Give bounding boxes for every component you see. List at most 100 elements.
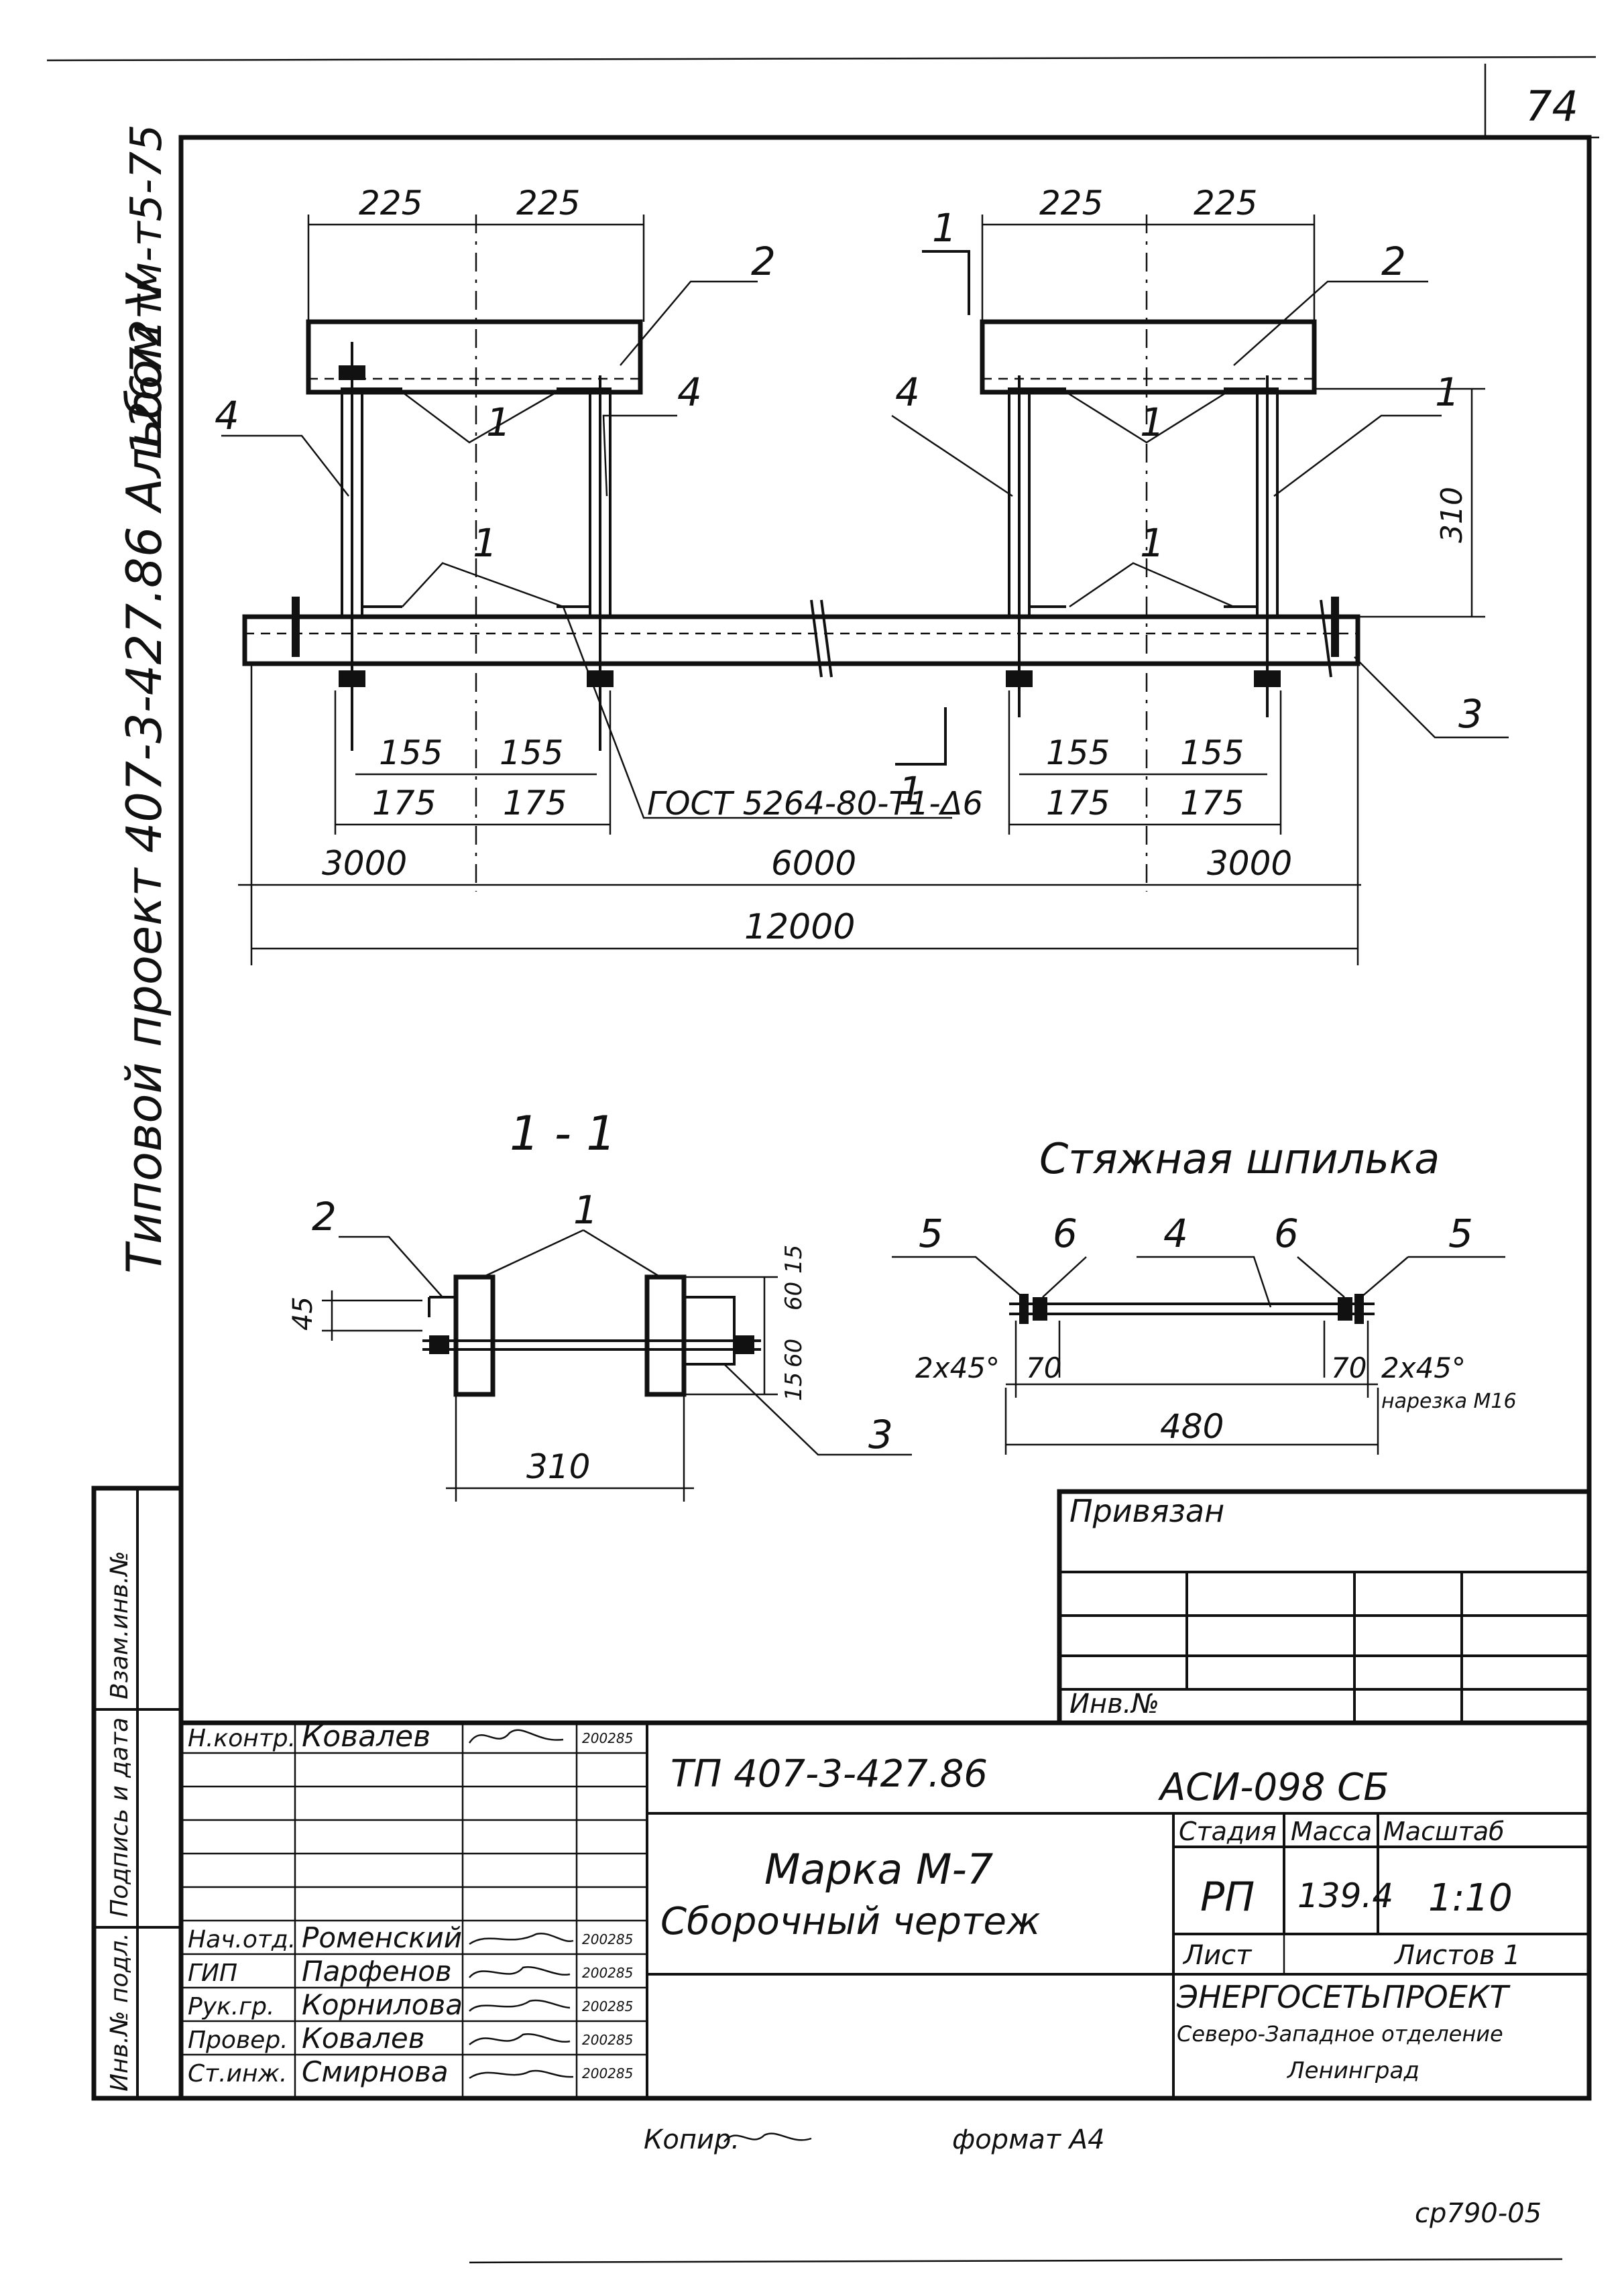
bottom-edge-line xyxy=(469,2258,1563,2264)
sign-name-1: Роменский xyxy=(302,1921,462,1954)
dim-inner-right-b: 155 xyxy=(1180,733,1244,772)
top-slab-left xyxy=(306,319,643,395)
rod-callout-6-left: 6 xyxy=(1053,1211,1078,1256)
section-callout-2: 2 xyxy=(312,1194,337,1240)
dim-15-bottom: 15 xyxy=(780,1372,807,1401)
rod-chamfer-left: 2х45° xyxy=(915,1351,1000,1384)
sign-role-3: Рук.гр. xyxy=(188,1993,274,2020)
callout-1-right-bottom: 1 xyxy=(1140,520,1165,566)
binding-header: Привязан xyxy=(1069,1493,1224,1529)
callout-1-left-top: 1 xyxy=(486,400,511,445)
section-callout-3: 3 xyxy=(868,1412,893,1457)
rod-callout-5-left: 5 xyxy=(919,1211,943,1256)
callout-1-main-far: 1 xyxy=(1435,369,1460,415)
dim-outer-left-a: 175 xyxy=(372,784,436,823)
callout-1-right-top: 1 xyxy=(1140,400,1165,445)
margin-label-signature: Подпись и дата xyxy=(106,1717,133,1917)
project-code: ТП 407-3-427.86 xyxy=(671,1752,988,1796)
sign-name-0: Ковалев xyxy=(302,1719,430,1754)
org-name: ЭНЕРГОСЕТЬПРОЕКТ xyxy=(1176,1979,1511,2015)
product-name-line2: Сборочный чертеж xyxy=(660,1900,1040,1943)
callout-4-main-right: 4 xyxy=(895,369,920,415)
sign-role-4: Провер. xyxy=(188,2027,288,2054)
dim-outer-right-a: 175 xyxy=(1046,784,1110,823)
product-name-line1: Марка М-7 xyxy=(764,1845,993,1894)
callout-3-main: 3 xyxy=(1458,691,1483,737)
dim-inner-right-a: 155 xyxy=(1046,733,1110,772)
sign-date-2: 200285 xyxy=(582,1965,633,1981)
sign-role-0: Н.контр. xyxy=(188,1725,296,1752)
rod-view xyxy=(892,1256,1505,1455)
format-label: формат А4 xyxy=(952,2124,1105,2155)
bottom-beam xyxy=(242,614,1360,666)
sign-role-5: Ст.инж. xyxy=(188,2060,287,2088)
dim-outer-left-b: 175 xyxy=(503,784,567,823)
side-code-label: 12672тм-т5-75 xyxy=(122,124,172,456)
bottom-code: ср790-05 xyxy=(1415,2198,1542,2229)
title-block xyxy=(178,1720,1592,2101)
callout-2-main-left: 2 xyxy=(751,239,776,284)
section-dim-width: 310 xyxy=(526,1447,590,1486)
dim-height: 310 xyxy=(1435,487,1469,543)
main-view xyxy=(221,215,1509,965)
rod-title: Стяжная шпилька xyxy=(1039,1134,1440,1183)
dim-top-left-b: 225 xyxy=(516,184,580,223)
sign-name-3: Корнилова xyxy=(302,1988,463,2021)
sign-date-4: 200285 xyxy=(582,2032,633,2048)
rod-chamfer-right: 2х45° xyxy=(1381,1351,1466,1384)
sign-date-3: 200285 xyxy=(582,1998,633,2014)
scale-value: 1:10 xyxy=(1428,1876,1513,1920)
sheets-label: Листов 1 xyxy=(1393,1940,1521,1971)
callout-4-main-left: 4 xyxy=(215,393,239,438)
page-number: 74 xyxy=(1525,82,1578,131)
org-department: Северо-Западное отделение xyxy=(1177,2021,1503,2047)
dim-top-right-b: 225 xyxy=(1194,184,1257,223)
org-city: Ленинград xyxy=(1286,2057,1419,2084)
binding-inv-label: Инв.№ xyxy=(1069,1689,1159,1719)
scale-label: Масштаб xyxy=(1383,1817,1505,1846)
rod-callout-4: 4 xyxy=(1163,1211,1188,1256)
sign-date-5: 200285 xyxy=(582,2065,633,2081)
rod-callout-5-right: 5 xyxy=(1448,1211,1473,1256)
section-callout-1: 1 xyxy=(573,1187,598,1233)
rod-thread-note: нарезка М16 xyxy=(1381,1390,1517,1413)
section-marker-top: 1 xyxy=(932,205,957,251)
signature-scribbles xyxy=(468,1729,574,2079)
section-title: 1 - 1 xyxy=(510,1106,616,1161)
weld-note: ГОСТ 5264-80-Т1-Δ6 xyxy=(647,785,983,823)
side-project-label: Типовой проект 407-3-427.86 Альбом V xyxy=(116,271,172,1274)
section-view xyxy=(322,1229,912,1502)
stage-value: РП xyxy=(1200,1874,1255,1921)
section-marker-bottom: 1 xyxy=(898,768,923,814)
span-right: 3000 xyxy=(1207,844,1292,883)
sign-name-4: Ковалев xyxy=(302,2022,424,2055)
left-margin-strip xyxy=(91,1486,184,2101)
rod-dim-70-left: 70 xyxy=(1026,1351,1061,1384)
doc-code: АСИ-098 СБ xyxy=(1158,1766,1389,1809)
top-slab-right xyxy=(980,319,1317,395)
span-mid: 6000 xyxy=(771,844,856,883)
dim-60-b: 60 xyxy=(780,1339,807,1368)
copy-note: Копир. xyxy=(644,2124,740,2155)
sign-role-1: Нач.отд. xyxy=(188,1926,296,1953)
callout-1-left-bottom: 1 xyxy=(473,520,498,566)
sign-date-0: 200285 xyxy=(582,1730,633,1746)
dim-top-right-a: 225 xyxy=(1039,184,1103,223)
dim-top-left-a: 225 xyxy=(359,184,422,223)
callout-2-main-right: 2 xyxy=(1381,239,1406,284)
dim-inner-left-a: 155 xyxy=(379,733,443,772)
mass-value: 139.4 xyxy=(1297,1876,1393,1915)
sheet-label: Лист xyxy=(1182,1940,1253,1971)
margin-label-replaced: Взам.инв.№ xyxy=(106,1551,133,1699)
sign-date-1: 200285 xyxy=(582,1931,633,1947)
copy-signature-scribble xyxy=(723,2132,812,2142)
stage-label: Стадия xyxy=(1179,1817,1277,1846)
span-total: 12000 xyxy=(744,907,855,947)
dim-15-top: 15 xyxy=(780,1245,807,1274)
sign-name-5: Смирнова xyxy=(302,2055,449,2088)
mass-label: Масса xyxy=(1291,1817,1372,1846)
dim-45: 45 xyxy=(288,1296,318,1331)
rod-length: 480 xyxy=(1160,1407,1224,1446)
dim-outer-right-b: 175 xyxy=(1180,784,1244,823)
margin-label-original: Инв.№ подл. xyxy=(106,1933,133,2092)
